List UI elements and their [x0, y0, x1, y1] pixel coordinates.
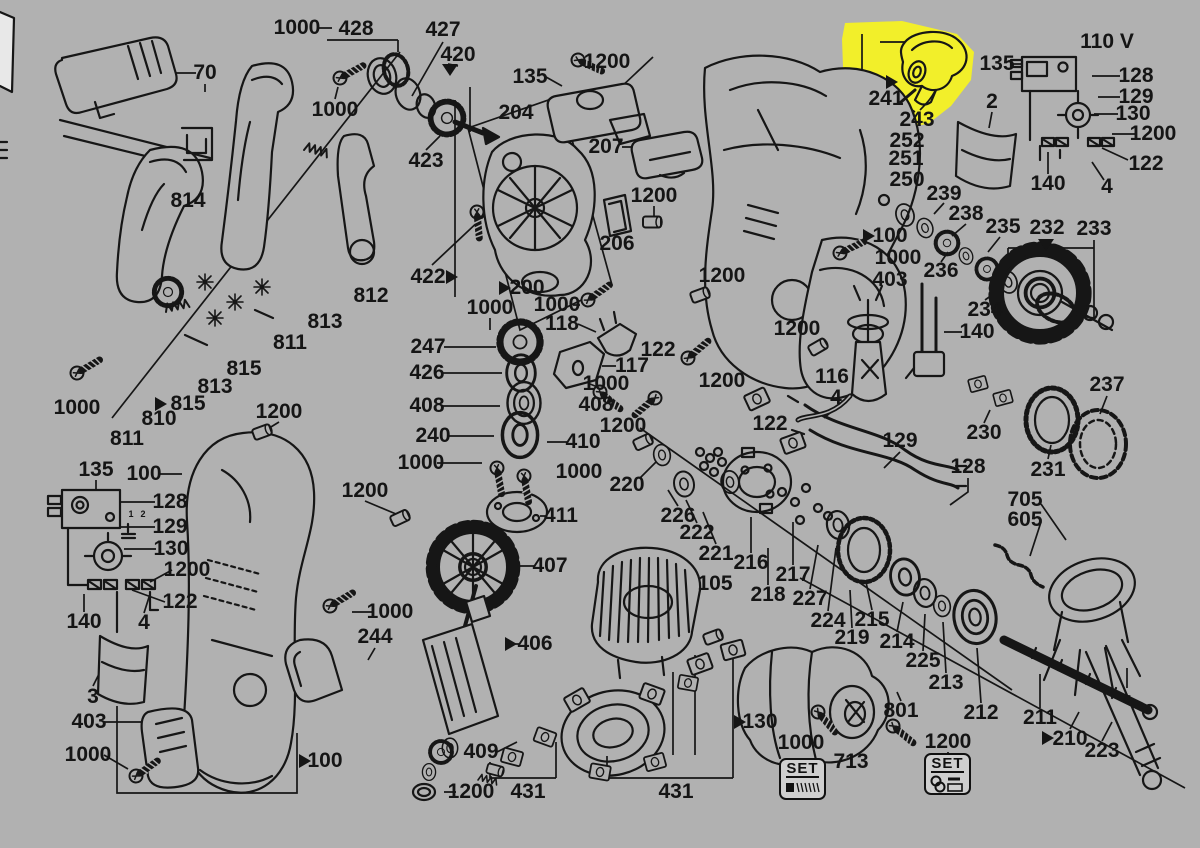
bearing-flange-423-parts [381, 52, 501, 146]
brush-plate-431-part [477, 627, 747, 786]
terminal-block-122-part [742, 386, 772, 412]
wiring-module-bottom-left [46, 488, 160, 634]
cable-129-part [786, 394, 968, 490]
double-gear-232-part [994, 247, 1115, 338]
spindle-lock-241-part[interactable] [899, 30, 968, 106]
slide-206-part [602, 193, 633, 238]
block-117-part [552, 340, 606, 390]
reverse-lever-207-part [630, 130, 704, 180]
dust-sheet-3-part [96, 634, 150, 705]
handle-grip-right-part [220, 62, 295, 271]
gasket-428-part [366, 57, 398, 95]
armature-406-part [411, 584, 500, 802]
wave-washer-237-part [1068, 408, 1128, 480]
stator-105-part [590, 546, 702, 680]
shift-lever-116-part [795, 284, 890, 423]
terminal-block-122b-part [778, 430, 808, 456]
washer-stack-parts [485, 321, 549, 534]
side-handle-705-part [993, 543, 1163, 791]
set-kit-badge-2-label: SET [931, 755, 964, 773]
dust-sheet-2-part [954, 120, 1018, 190]
spring-kit-icon [785, 782, 820, 793]
set-kit-badge-1: SET [779, 758, 826, 800]
gear-train-small-parts [877, 193, 1021, 297]
set-kit-badge-2: SET [924, 753, 971, 795]
depth-rod-140-part [904, 282, 946, 380]
drill-body-part [182, 431, 316, 794]
brush-cluster-parts [151, 272, 275, 347]
spindle-211-part [999, 635, 1159, 721]
clip-244-part [284, 638, 344, 703]
wiring-module-top-right [1009, 55, 1116, 162]
clip-814-part [180, 126, 214, 162]
rings-and-screw-kit-icon [930, 775, 963, 793]
fork-118-part [596, 310, 638, 357]
switch-135-part [546, 82, 652, 146]
set-kit-badge-1-label: SET [786, 760, 819, 778]
cover-plate-403-part [140, 707, 200, 789]
brush-holders-230-part [966, 374, 1015, 408]
edge-artifact [0, 10, 16, 160]
clutch-parts-row [651, 442, 1002, 648]
fan-407-part [431, 525, 515, 609]
gearcase-200-part [482, 133, 596, 297]
lever-spring-812-part [302, 133, 376, 266]
